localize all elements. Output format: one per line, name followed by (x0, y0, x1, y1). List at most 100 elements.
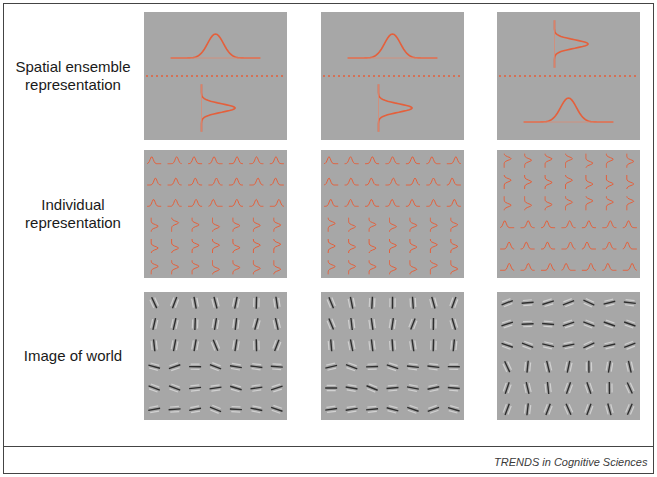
curve-baseline (378, 84, 379, 132)
gabor-stripe (256, 339, 258, 351)
gabor-stripe (368, 363, 377, 365)
gabor-stripe (190, 385, 199, 386)
tuning-curve (249, 157, 263, 164)
tuning-curve (192, 260, 199, 274)
stimulus-panel (497, 292, 640, 420)
tuning-curve (274, 218, 281, 232)
gabor-stripe (170, 406, 179, 408)
gabor-patch (605, 403, 613, 416)
gabor-patch (603, 299, 616, 307)
tuning-curve (213, 218, 220, 232)
tuning-curve (410, 239, 417, 253)
gabor-stripe (392, 318, 394, 330)
gabor-patch (564, 381, 573, 394)
gabor-stripe (374, 341, 375, 350)
tuning-curve (369, 218, 376, 232)
gabor-stripe (387, 368, 396, 371)
gabor-stripe (230, 408, 242, 410)
gabor-stripe (569, 404, 573, 412)
tuning-curve (151, 260, 158, 274)
gabor-patch (542, 298, 555, 307)
gabor-patch (544, 403, 553, 416)
tuning-curve (504, 196, 511, 210)
tuning-curve (168, 178, 182, 185)
gabor-stripe (604, 344, 616, 347)
gabor-stripe (415, 340, 416, 349)
tuning-curve (566, 196, 573, 210)
gabor-stripe (428, 387, 440, 390)
gabor-stripe (348, 385, 357, 386)
gabor-stripe (348, 341, 350, 350)
tuning-curve (172, 218, 179, 232)
gabor-patch (209, 405, 222, 414)
gabor-patch (171, 339, 178, 352)
gabor-patch (501, 320, 514, 329)
gabor-patch (328, 339, 334, 351)
gabor-stripe (433, 318, 435, 330)
gabor-stripe (430, 390, 439, 392)
gabor-patch (521, 300, 533, 306)
gabor-stripe (604, 325, 612, 328)
gabor-stripe (427, 366, 439, 367)
gabor-stripe (197, 298, 199, 307)
gabor-stripe (156, 320, 158, 329)
gabor-patch (502, 360, 512, 373)
gabor-stripe (368, 411, 377, 413)
gabor-stripe (389, 319, 390, 328)
gabor-patch (603, 341, 616, 349)
gabor-patch (366, 364, 378, 370)
gabor-stripe (250, 366, 262, 368)
gabor-stripe (523, 304, 532, 306)
gabor-stripe (448, 387, 460, 389)
gabor-stripe (238, 341, 239, 350)
gabor-patch (450, 318, 458, 331)
gabor-stripe (235, 297, 237, 309)
tuning-curve (168, 157, 182, 164)
gabor-stripe (374, 319, 375, 328)
gabor-stripe (410, 341, 411, 350)
gabor-stripe (346, 387, 358, 389)
tuning-curve (229, 157, 243, 164)
gabor-patch (562, 320, 575, 329)
gabor-stripe (529, 383, 531, 392)
gabor-patch (327, 317, 336, 330)
ensemble-curve (555, 20, 589, 68)
gabor-patch (524, 382, 532, 395)
gabor-patch (148, 363, 161, 371)
gabor-stripe (174, 339, 176, 351)
gabor-stripe (544, 320, 553, 322)
tuning-curve (545, 196, 552, 210)
gabor-stripe (253, 341, 254, 350)
ensemble-curve (524, 98, 614, 122)
gabor-patch (345, 406, 358, 413)
gabor-stripe (604, 301, 616, 304)
tuning-curve (504, 154, 511, 168)
tuning-curve (192, 239, 199, 253)
gabor-stripe (176, 320, 178, 329)
row-label: Spatial ensemble representation (8, 58, 138, 94)
gabor-stripe (414, 321, 417, 329)
gabor-patch (232, 339, 239, 352)
gabor-stripe (171, 340, 173, 349)
tuning-curve (390, 218, 397, 232)
gabor-patch (625, 403, 635, 416)
tuning-curve (328, 260, 335, 274)
gabor-stripe (169, 408, 181, 410)
gabor-patch (582, 298, 595, 308)
tuning-curve (426, 178, 440, 185)
gabor-stripe (367, 406, 376, 408)
gabor-stripe (455, 319, 458, 328)
gabor-patch (250, 363, 263, 370)
curve-baseline (524, 122, 614, 123)
tuning-curve (209, 199, 223, 206)
gabor-stripe (371, 339, 372, 351)
tuning-curve (365, 157, 379, 164)
gabor-stripe (154, 339, 155, 351)
gabor-patch (189, 385, 202, 392)
tuning-curve (430, 239, 437, 253)
gabor-stripe (627, 346, 635, 349)
region-divider (146, 75, 285, 77)
ensemble-curve (202, 84, 236, 132)
tuning-curve (521, 242, 535, 249)
curve-baseline (348, 58, 438, 59)
